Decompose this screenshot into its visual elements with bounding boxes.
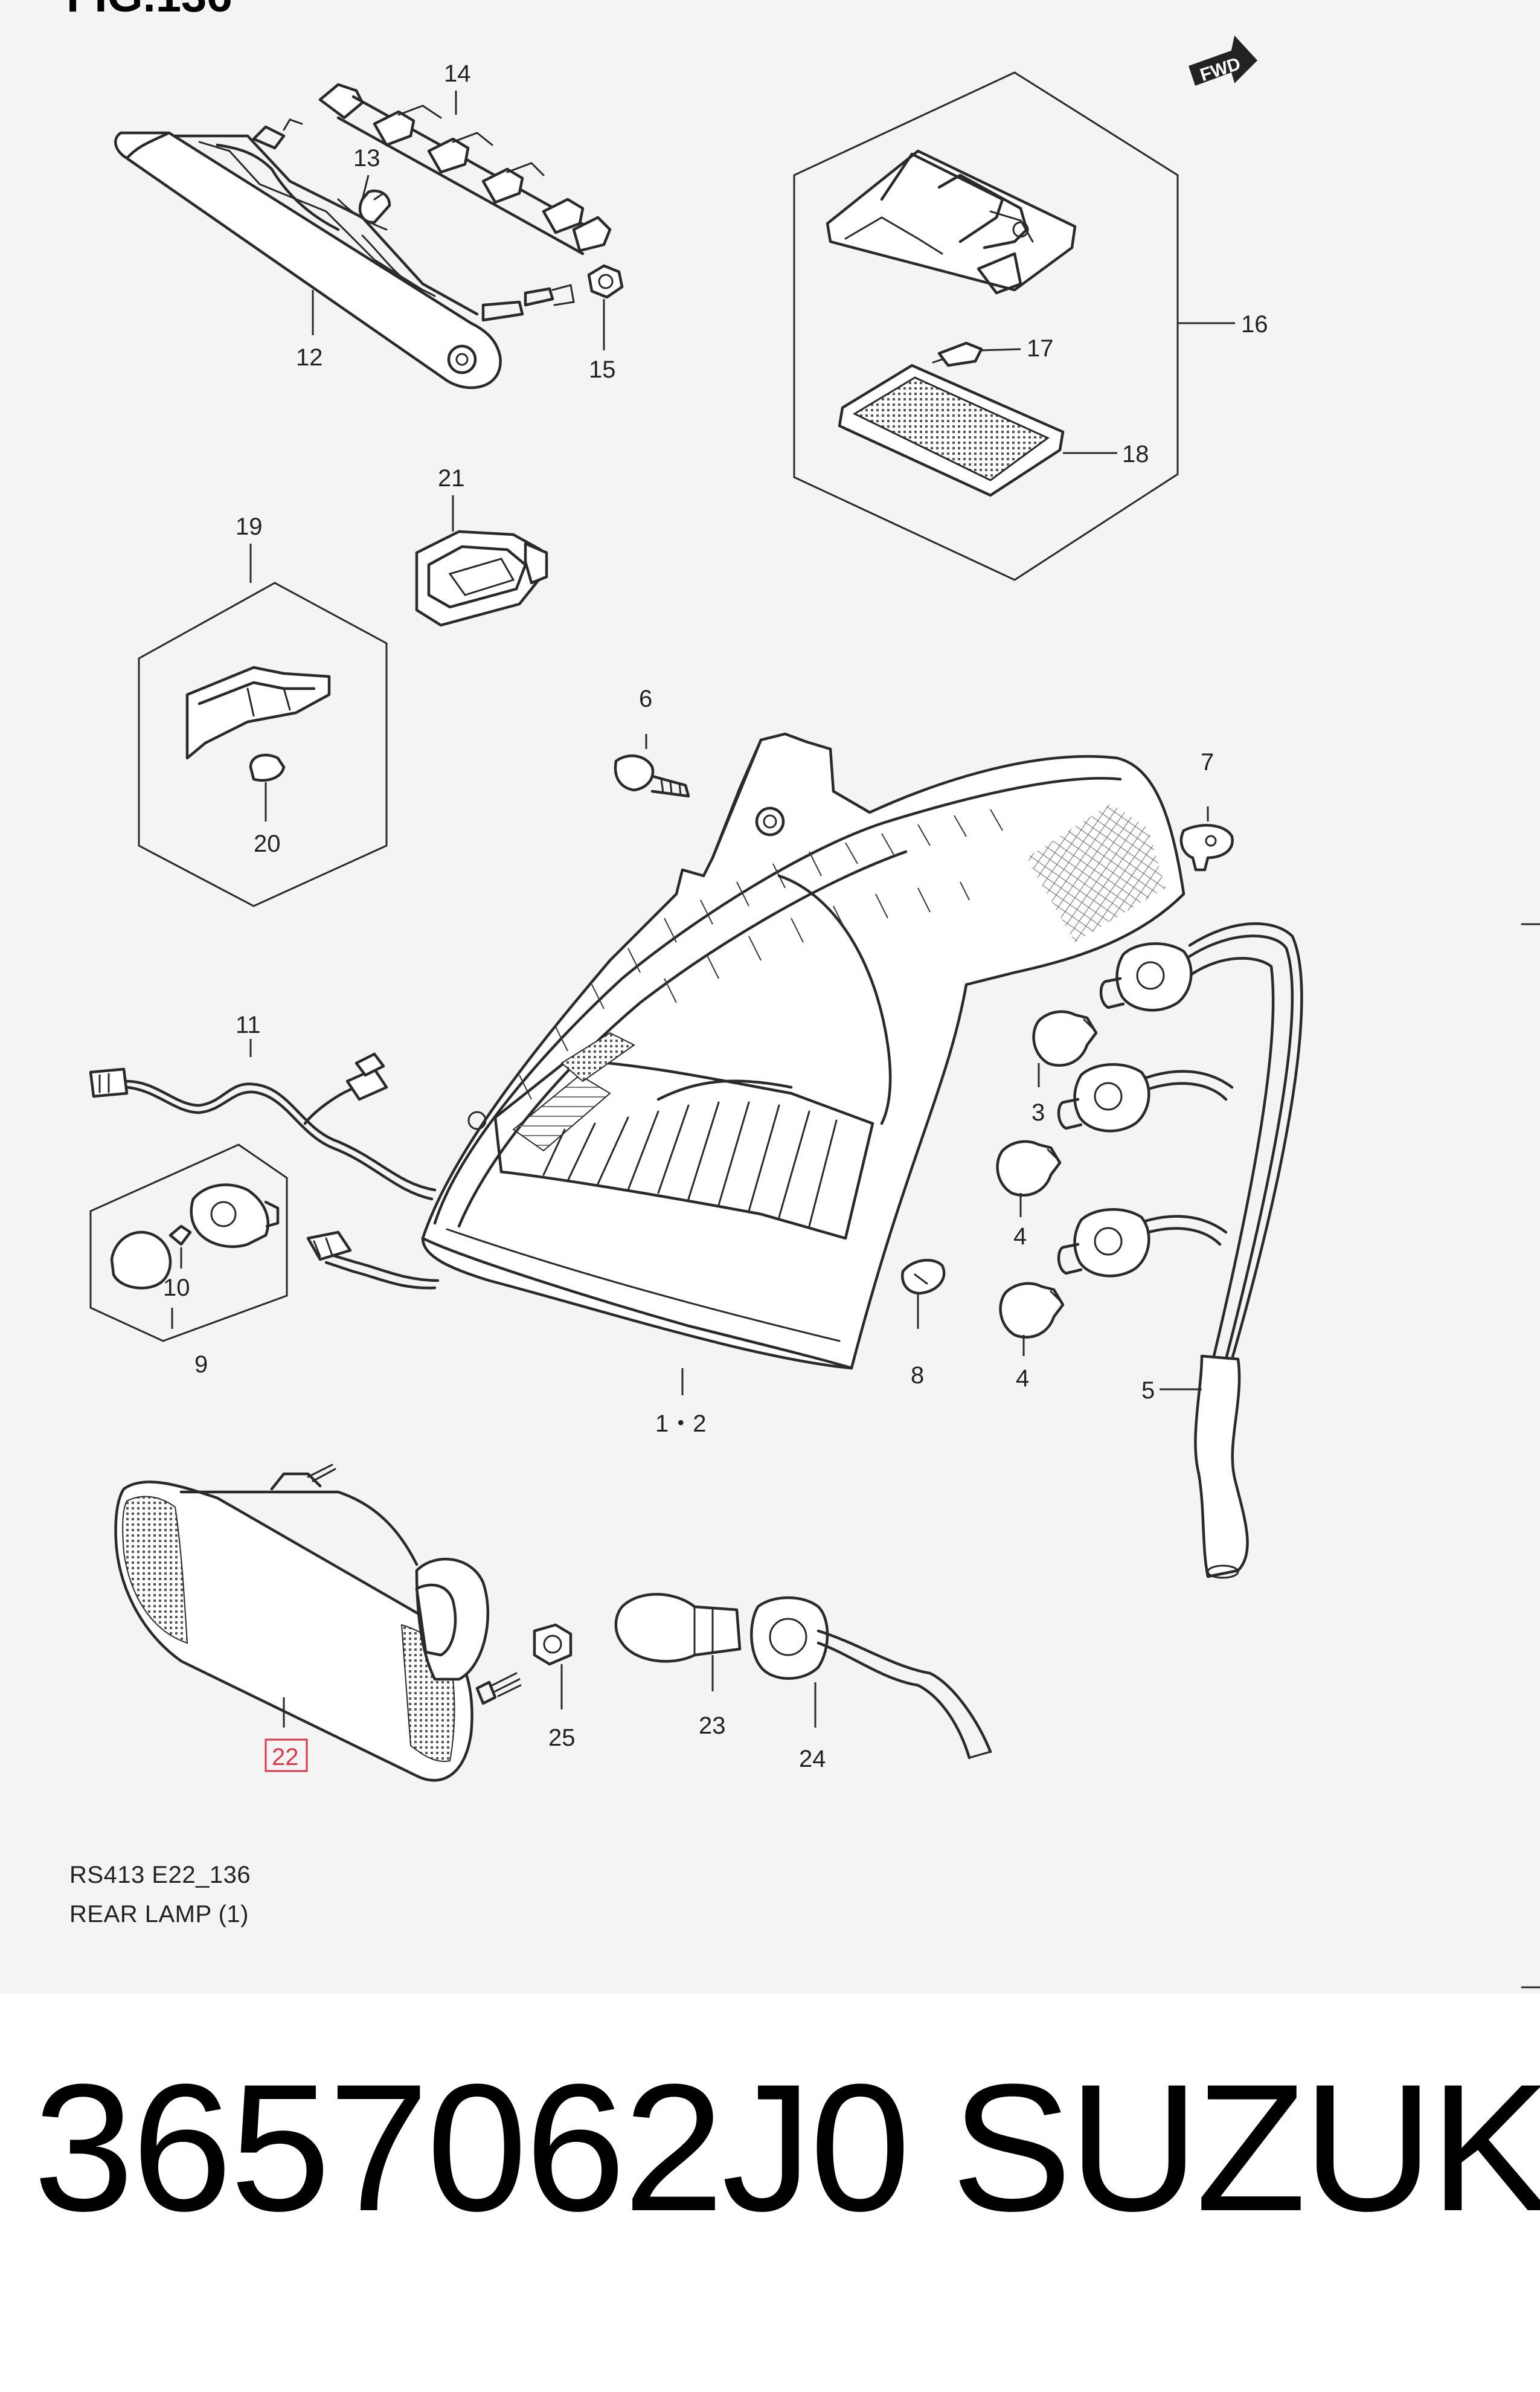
part-6-screw — [614, 754, 690, 798]
part-1-2-rear-combination-lamp — [421, 732, 1185, 1370]
section-name: REAR LAMP (1) — [69, 1901, 249, 1927]
part-4-bulb-lower — [999, 1282, 1065, 1339]
part-12-high-mount-lamp — [114, 118, 575, 390]
part-11-wire-harness — [89, 1052, 440, 1290]
callout-leaders — [171, 91, 1235, 1728]
callout-7: 7 — [1201, 749, 1214, 776]
part-18-lens — [838, 364, 1065, 497]
part-8-clip — [900, 1259, 946, 1295]
part-4-bulb-upper — [996, 1140, 1062, 1197]
part-16-license-lamp-group — [793, 71, 1179, 581]
callout-5: 5 — [1141, 1377, 1155, 1404]
lens-ribbing-lower — [542, 1101, 838, 1227]
callout-17: 17 — [1027, 335, 1054, 362]
callout-8: 8 — [911, 1362, 924, 1389]
callout-22-highlight[interactable]: 22 — [265, 1738, 308, 1772]
callout-22: 22 — [272, 1744, 299, 1770]
part-number: 3657062J0 — [33, 2046, 911, 2249]
part-19-socket-group — [138, 582, 388, 907]
callout-18: 18 — [1122, 441, 1149, 468]
part-21-socket-housing — [415, 530, 548, 627]
part-25-nut — [533, 1623, 573, 1666]
callout-13: 13 — [353, 145, 380, 172]
part-13-bulb — [358, 189, 391, 224]
callout-24: 24 — [799, 1746, 826, 1772]
callout-20: 20 — [254, 831, 281, 857]
part-24-socket — [750, 1596, 992, 1760]
socket-icon-middle — [1057, 1063, 1150, 1133]
socket-icon-top — [1099, 942, 1193, 1012]
figure-title: FIG.136 — [66, 0, 233, 22]
callout-19: 19 — [236, 513, 263, 540]
part-23-bulb — [614, 1593, 742, 1663]
part-5-wire-harness — [1057, 922, 1303, 1579]
part-22-side-marker-lamp — [114, 1464, 522, 1782]
callout-16: 16 — [1241, 311, 1268, 338]
parts-diagram-panel: FIG.136 FWD — [0, 0, 1540, 1993]
callout-23: 23 — [699, 1712, 726, 1739]
callout-4-lower: 4 — [1016, 1365, 1029, 1392]
callout-4-upper: 4 — [1013, 1223, 1027, 1250]
callout-11: 11 — [236, 1012, 261, 1038]
part-9-socket-group — [89, 1143, 288, 1342]
callout-25: 25 — [548, 1725, 576, 1751]
part-7-clip — [1179, 824, 1234, 872]
callout-21: 21 — [438, 465, 465, 492]
part-15-nut — [587, 264, 624, 299]
parts-diagram: FWD — [89, 35, 1540, 1989]
callout-12: 12 — [296, 344, 323, 371]
part-17-bulb — [932, 341, 983, 367]
callout-14: 14 — [444, 60, 471, 87]
callout-3: 3 — [1031, 1099, 1045, 1126]
callout-1-2: 1・2 — [655, 1410, 707, 1437]
callout-9: 9 — [194, 1351, 208, 1378]
part-3-bulb — [1032, 1010, 1098, 1067]
lens-ribbing-upper — [519, 809, 1003, 1100]
catalog-code: RS413 E22_136 — [69, 1862, 251, 1888]
callout-6: 6 — [639, 686, 652, 712]
socket-icon-bottom — [1057, 1208, 1150, 1278]
callout-15: 15 — [589, 356, 616, 383]
brand-name: SUZUKI — [951, 2046, 1540, 2249]
fwd-arrow-icon: FWD — [1189, 35, 1258, 86]
part-14-socket-harness — [318, 83, 612, 256]
callout-10: 10 — [163, 1275, 190, 1301]
